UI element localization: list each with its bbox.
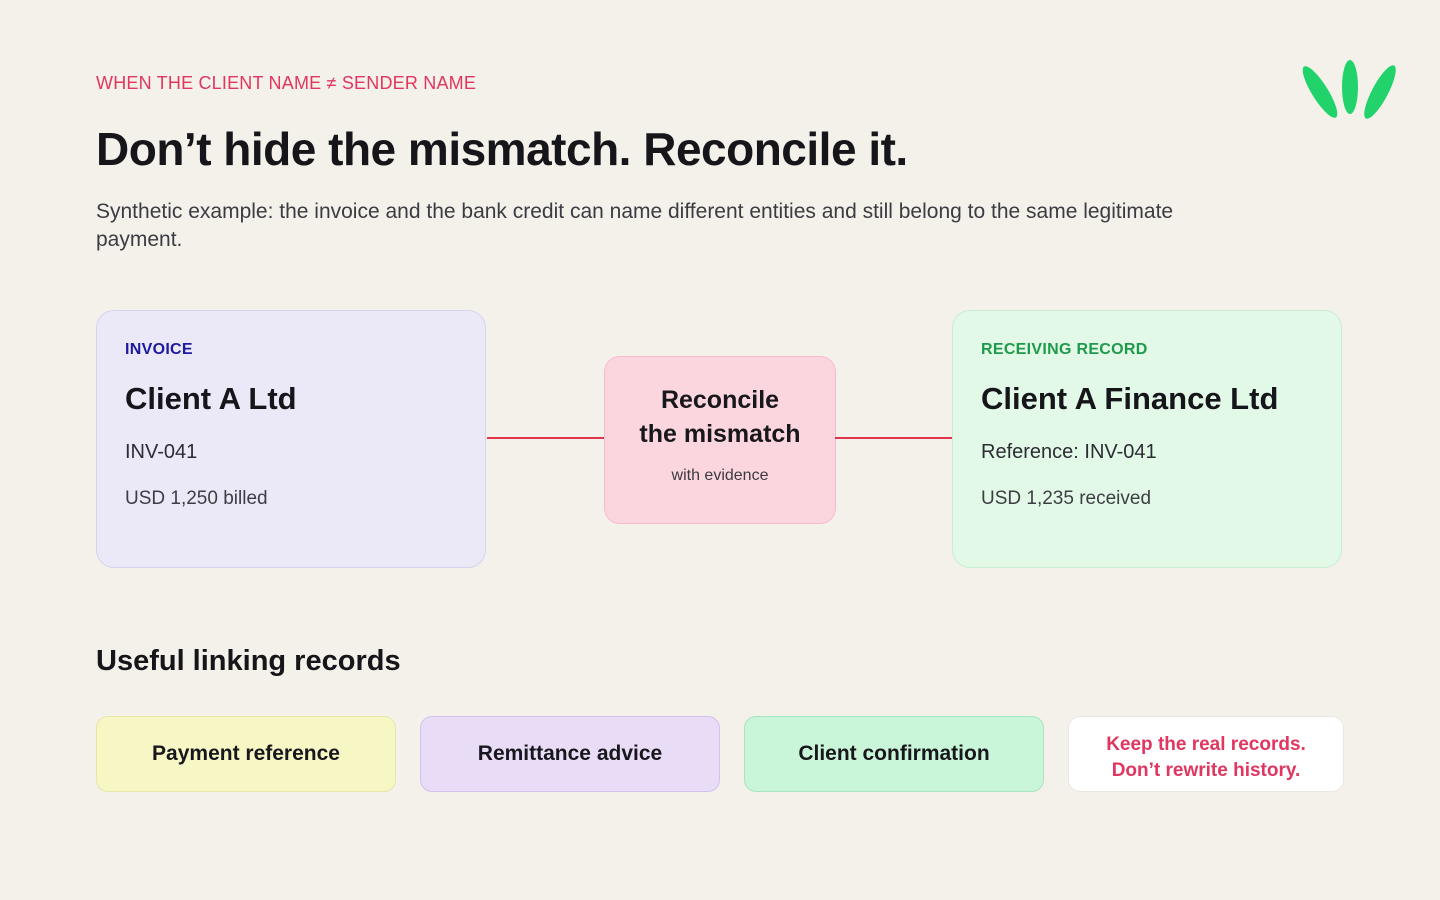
chip-remittance-advice: Remittance advice: [420, 716, 720, 792]
reconcile-title-line2: the mismatch: [639, 420, 801, 448]
note-line1: Keep the real records.: [1106, 734, 1306, 755]
connector-line-right: [835, 437, 953, 439]
reconcile-title: Reconcile the mismatch: [605, 383, 835, 451]
invoice-label: INVOICE: [125, 341, 193, 358]
invoice-amount: USD 1,250 billed: [125, 488, 268, 509]
receiving-reference: Reference: INV-041: [981, 441, 1157, 463]
invoice-card: INVOICE Client A Ltd INV-041 USD 1,250 b…: [96, 310, 486, 568]
invoice-client-name: Client A Ltd: [125, 381, 297, 416]
eyebrow-label: WHEN THE CLIENT NAME ≠ SENDER NAME: [96, 73, 477, 93]
reconcile-title-line1: Reconcile: [660, 386, 780, 414]
section-heading: Useful linking records: [96, 645, 401, 677]
receiving-client-name: Client A Finance Ltd: [981, 381, 1279, 416]
note-card: Keep the real records. Don’t rewrite his…: [1068, 716, 1344, 792]
page-title: Don’t hide the mismatch. Reconcile it.: [96, 123, 908, 175]
page-subtitle: Synthetic example: the invoice and the b…: [96, 200, 1174, 251]
receiving-amount: USD 1,235 received: [981, 488, 1152, 509]
connector-line-left: [487, 437, 605, 439]
chip-payment-reference: Payment reference: [96, 716, 396, 792]
three-leaf-logo-icon: [1302, 60, 1396, 119]
note-line2: Don’t rewrite history.: [1111, 760, 1301, 781]
reconcile-subtitle: with evidence: [671, 467, 769, 484]
invoice-reference: INV-041: [125, 441, 198, 463]
receiving-label: RECEIVING RECORD: [981, 341, 1148, 358]
receiving-card: RECEIVING RECORD Client A Finance Ltd Re…: [952, 310, 1342, 568]
reconcile-box: Reconcile the mismatch with evidence: [604, 356, 836, 524]
chip-client-confirmation: Client confirmation: [744, 716, 1044, 792]
